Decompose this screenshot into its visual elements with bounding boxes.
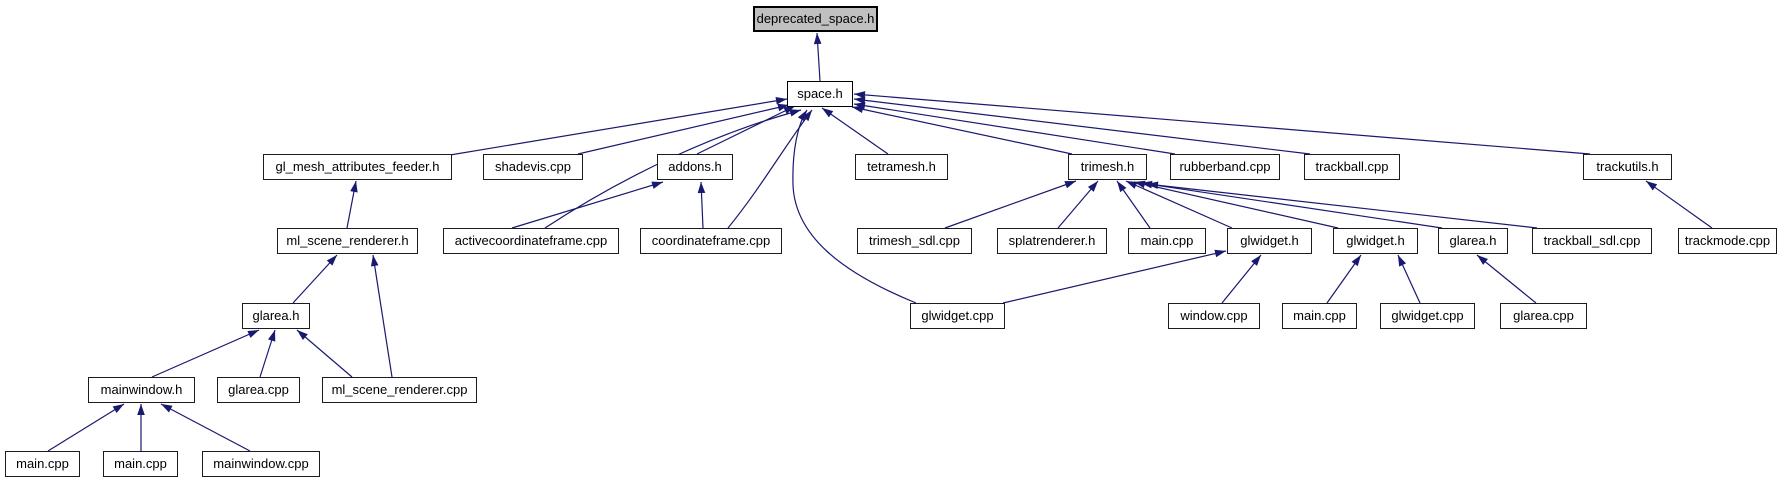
graph-node-splatrenderer-h[interactable]: splatrenderer.h (997, 228, 1107, 254)
edge-tetramesh-h-to-space-h (821, 107, 889, 155)
graph-node-activecoordinateframe-cpp[interactable]: activecoordinateframe.cpp (443, 228, 619, 254)
graph-node-ml-scene-renderer-h[interactable]: ml_scene_renderer.h (277, 228, 418, 254)
arrowhead-glarea-cpp-1-to-glarea-h-1 (1477, 255, 1488, 265)
arrowhead-main-cpp-2-to-glwidget-h-2 (1351, 255, 1361, 267)
edge-gl-mesh-attributes-feeder-h-to-space-h (449, 98, 788, 156)
edge-glwidget-cpp-1-to-glwidget-h-1 (1002, 250, 1227, 304)
arrowhead-ml-scene-renderer-cpp-to-ml-scene-renderer-h (370, 255, 379, 267)
edge-glwidget-cpp-1-to-space-h (792, 109, 917, 304)
graph-node-rubberband-cpp[interactable]: rubberband.cpp (1170, 154, 1280, 180)
graph-node-glarea-cpp-2[interactable]: glarea.cpp (217, 377, 300, 403)
edge-trackball-sdl-cpp-to-trimesh-h (1146, 183, 1538, 229)
arrowhead-space-h-to-deprecated-space-h (813, 33, 822, 45)
graph-node-glarea-h-1[interactable]: glarea.h (1438, 228, 1508, 254)
edge-trackball-cpp-to-space-h (853, 98, 1311, 155)
arrowhead-main-cpp-4-to-mainwindow-h (137, 404, 145, 415)
arrowhead-trackmode-cpp-to-trackutils-h (1646, 181, 1658, 191)
arrowhead-mainwindow-cpp-to-mainwindow-h (161, 404, 173, 413)
edge-glarea-cpp-1-to-glarea-h-1 (1476, 254, 1537, 304)
arrowhead-trackball-cpp-to-space-h (854, 96, 866, 105)
graph-node-main-cpp-2[interactable]: main.cpp (1282, 303, 1357, 329)
edge-rubberband-cpp-to-space-h (853, 103, 1176, 155)
arrowhead-glwidget-h-2-to-trimesh-h (1134, 180, 1146, 189)
graph-node-trimesh-sdl-cpp[interactable]: trimesh_sdl.cpp (857, 228, 972, 254)
arrowhead-coordinateframe-cpp-to-addons-h (697, 182, 706, 194)
graph-node-glwidget-h-2[interactable]: glwidget.h (1333, 228, 1418, 254)
graph-node-glwidget-cpp-1[interactable]: glwidget.cpp (910, 303, 1005, 329)
graph-node-gl-mesh-attributes-feeder-h[interactable]: gl_mesh_attributes_feeder.h (263, 154, 452, 180)
edge-trackutils-h-to-space-h (853, 93, 1591, 155)
edge-trackmode-cpp-to-trackutils-h (1645, 180, 1713, 229)
arrowhead-glwidget-cpp-2-to-glwidget-h-2 (1398, 255, 1407, 267)
arrowhead-main-cpp-1-to-trimesh-h (1117, 181, 1127, 193)
arrowhead-glarea-cpp-2-to-glarea-h-2 (268, 330, 276, 342)
graph-node-main-cpp-3[interactable]: main.cpp (5, 451, 80, 477)
arrowhead-rubberband-cpp-to-space-h (854, 101, 866, 110)
edge-glwidget-h-1-to-trimesh-h (1125, 180, 1233, 229)
edge-glarea-h-1-to-trimesh-h (1140, 182, 1443, 229)
edge-addons-h-to-space-h (696, 105, 796, 155)
arrowhead-glarea-h-2-to-ml-scene-renderer-h (326, 255, 337, 266)
graph-node-glarea-cpp-1[interactable]: glarea.cpp (1500, 303, 1587, 329)
graph-node-glwidget-h-1[interactable]: glwidget.h (1227, 228, 1312, 254)
arrowhead-main-cpp-3-to-mainwindow-h (112, 404, 124, 414)
graph-node-trackball-sdl-cpp[interactable]: trackball_sdl.cpp (1532, 228, 1652, 254)
arrowhead-mainwindow-h-to-glarea-h-2 (247, 330, 259, 338)
arrowhead-splatrenderer-h-to-trimesh-h (1087, 181, 1098, 192)
arrowhead-ml-scene-renderer-h-to-gl-mesh-attributes-feeder-h (350, 181, 358, 193)
edge-ml-scene-renderer-cpp-to-ml-scene-renderer-h (372, 254, 393, 378)
graph-node-window-cpp[interactable]: window.cpp (1168, 303, 1260, 329)
arrowhead-shadevis-cpp-to-space-h (777, 103, 789, 112)
arrowhead-tetramesh-h-to-space-h (822, 108, 834, 118)
edge-mainwindow-cpp-to-mainwindow-h (160, 403, 251, 452)
edge-trimesh-h-to-space-h (851, 106, 1073, 155)
edge-trimesh-sdl-cpp-to-trimesh-h (944, 180, 1077, 229)
graph-node-space-h[interactable]: space.h (787, 81, 853, 107)
edge-shadevis-cpp-to-space-h (577, 104, 790, 155)
edge-activecoordinateframe-cpp-to-addons-h (511, 181, 664, 229)
graph-node-shadevis-cpp[interactable]: shadevis.cpp (483, 154, 583, 180)
arrowhead-gl-mesh-attributes-feeder-h-to-space-h (775, 97, 787, 105)
arrowhead-activecoordinateframe-cpp-to-addons-h (651, 181, 663, 189)
graph-node-addons-h[interactable]: addons.h (657, 154, 733, 180)
graph-node-trackball-cpp[interactable]: trackball.cpp (1304, 154, 1400, 180)
graph-node-ml-scene-renderer-cpp[interactable]: ml_scene_renderer.cpp (322, 377, 477, 403)
arrowhead-activecoordinateframe-cpp-to-space-h (789, 109, 801, 117)
arrowhead-window-cpp-to-glwidget-h-1 (1251, 255, 1261, 266)
graph-node-glarea-h-2[interactable]: glarea.h (242, 303, 310, 329)
arrowhead-glwidget-cpp-1-to-glwidget-h-1 (1214, 249, 1226, 258)
graph-node-mainwindow-h[interactable]: mainwindow.h (88, 377, 195, 403)
edge-glwidget-h-2-to-trimesh-h (1133, 181, 1339, 229)
edge-coordinateframe-cpp-to-space-h (727, 109, 813, 229)
arrowhead-trimesh-sdl-cpp-to-trimesh-h (1064, 181, 1076, 189)
arrowhead-addons-h-to-space-h (783, 106, 795, 115)
edge-mainwindow-h-to-glarea-h-2 (151, 329, 260, 378)
graph-node-deprecated-space-h[interactable]: deprecated_space.h (753, 6, 878, 32)
graph-node-main-cpp-4[interactable]: main.cpp (103, 451, 178, 477)
graph-node-glwidget-cpp-2[interactable]: glwidget.cpp (1380, 303, 1475, 329)
arrowhead-trackball-sdl-cpp-to-trimesh-h (1147, 181, 1159, 190)
graph-node-trackutils-h[interactable]: trackutils.h (1583, 154, 1672, 180)
arrowhead-glwidget-h-1-to-trimesh-h (1126, 181, 1138, 189)
arrowhead-glarea-h-1-to-trimesh-h (1141, 180, 1153, 189)
graph-node-mainwindow-cpp[interactable]: mainwindow.cpp (202, 451, 320, 477)
graph-node-trackmode-cpp[interactable]: trackmode.cpp (1678, 228, 1777, 254)
graph-node-coordinateframe-cpp[interactable]: coordinateframe.cpp (640, 228, 782, 254)
edge-ml-scene-renderer-cpp-to-glarea-h-2 (296, 329, 353, 378)
arrowhead-ml-scene-renderer-cpp-to-glarea-h-2 (297, 330, 308, 341)
edge-main-cpp-3-to-mainwindow-h (47, 403, 125, 452)
graph-node-main-cpp-1[interactable]: main.cpp (1128, 228, 1206, 254)
graph-node-tetramesh-h[interactable]: tetramesh.h (855, 154, 948, 180)
arrowhead-trackutils-h-to-space-h (854, 91, 866, 99)
graph-node-trimesh-h[interactable]: trimesh.h (1068, 154, 1147, 180)
arrowhead-glwidget-cpp-1-to-space-h (797, 110, 807, 122)
